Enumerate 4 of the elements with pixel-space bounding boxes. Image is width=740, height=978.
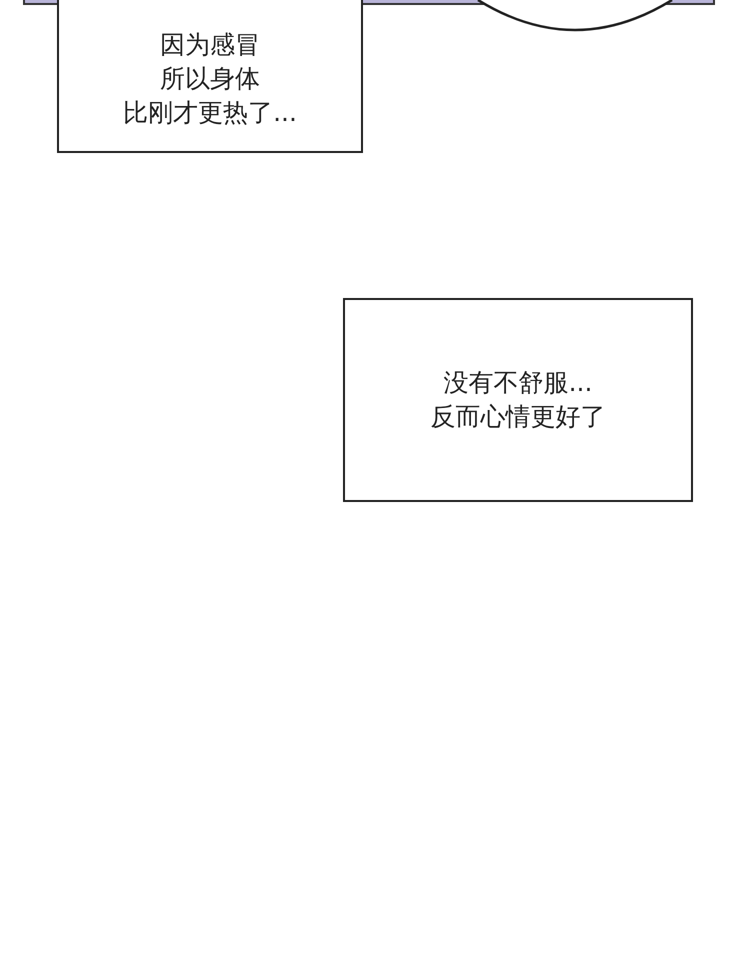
caption-box xyxy=(57,0,363,153)
caption-text: 因为感冒所以身体比刚才更热了... xyxy=(123,28,297,128)
caption-text: 没有不舒服...反而心情更好了 xyxy=(430,367,606,433)
caption-box xyxy=(343,298,693,502)
